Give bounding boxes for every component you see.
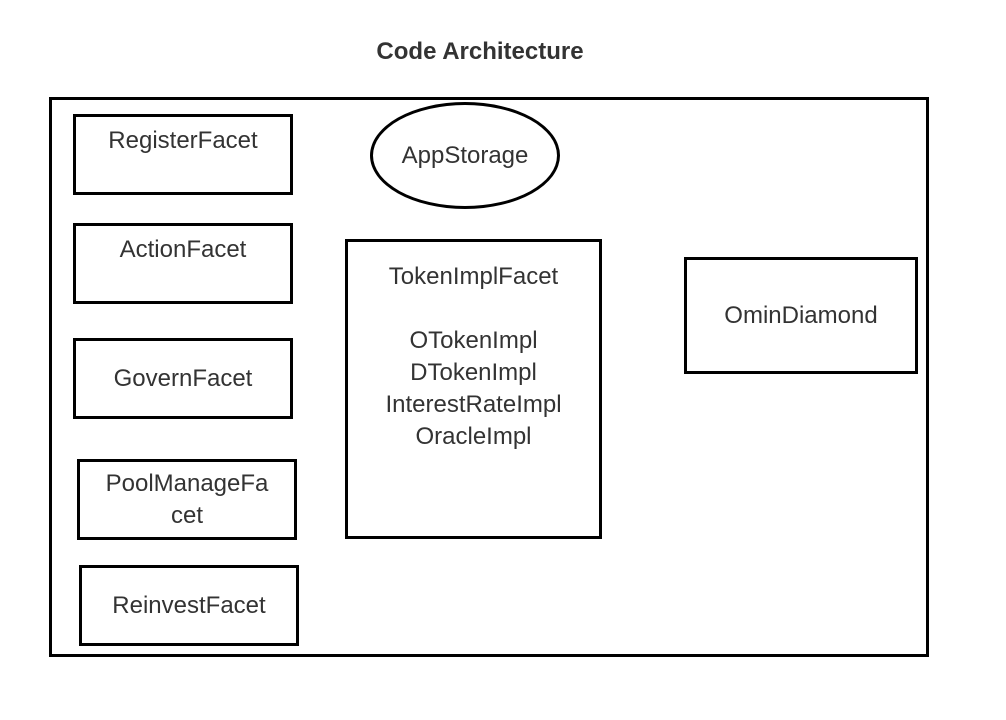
- token-impl-list: OTokenImpl DTokenImpl InterestRateImpl O…: [348, 325, 599, 453]
- pool-manage-facet-label: PoolManageFacet: [105, 469, 269, 529]
- omin-diamond-box: OminDiamond: [684, 257, 918, 374]
- action-facet-box: ActionFacet: [73, 223, 293, 304]
- token-impl-item: OTokenImpl: [409, 327, 538, 354]
- app-storage-ellipse: AppStorage: [370, 102, 560, 209]
- govern-facet-box: GovernFacet: [73, 338, 293, 419]
- diagram-title: Code Architecture: [376, 38, 584, 65]
- govern-facet-label: GovernFacet: [113, 364, 253, 392]
- omin-diamond-label: OminDiamond: [724, 301, 878, 329]
- token-impl-item: OracleImpl: [415, 423, 532, 450]
- app-storage-label: AppStorage: [401, 141, 529, 169]
- token-impl-item: DTokenImpl: [410, 359, 537, 386]
- reinvest-facet-label: ReinvestFacet: [112, 591, 266, 619]
- token-impl-facet-box: TokenImplFacet OTokenImpl DTokenImpl Int…: [345, 239, 602, 539]
- register-facet-box: RegisterFacet: [73, 114, 293, 195]
- register-facet-label: RegisterFacet: [108, 127, 258, 154]
- token-impl-item: InterestRateImpl: [385, 391, 562, 418]
- reinvest-facet-box: ReinvestFacet: [79, 565, 299, 646]
- action-facet-label: ActionFacet: [119, 236, 247, 263]
- pool-manage-facet-box: PoolManageFacet: [77, 459, 297, 540]
- token-impl-facet-title: TokenImplFacet: [388, 263, 559, 290]
- architecture-frame: [49, 97, 929, 657]
